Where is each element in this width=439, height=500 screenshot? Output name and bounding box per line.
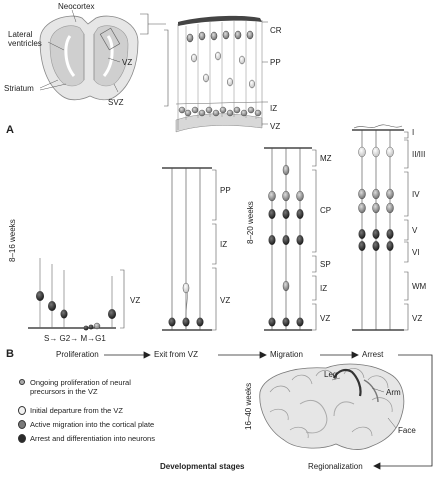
stage2-zone-vz: VZ (220, 296, 231, 305)
striatum-label: Striatum (4, 84, 34, 93)
stage-label-exit: Exit from VZ (154, 350, 199, 359)
stage-migration-diagram (264, 147, 317, 331)
legend-swatch-arrest (18, 434, 26, 443)
stage2-zone-iz: IZ (220, 240, 228, 249)
legend-swatch-proliferation (19, 379, 25, 385)
time-label-early: 8–16 weeks (8, 219, 17, 262)
stage4-zone-i: I (412, 128, 415, 137)
footer-caption: Developmental stages (160, 462, 245, 471)
cell-cycle-label: S→ G2→ M→G1 (44, 334, 106, 343)
legend-text-migration: Active migration into the cortical plate (30, 420, 155, 429)
stage-arrest-diagram (352, 124, 409, 331)
stage4-zone-ii-iii: II/III (412, 150, 426, 159)
stage-label-arrest: Arrest (362, 350, 384, 359)
svz-label: SVZ (108, 98, 124, 107)
lateral-ventricles-label: Lateral ventricles (8, 30, 42, 48)
stage-label-proliferation: Proliferation (56, 350, 99, 359)
stage-flow-arrows (104, 351, 433, 470)
time-label-late: 16–40 weeks (244, 382, 253, 430)
stage4-zone-vz: VZ (412, 314, 423, 323)
stage-label-migration: Migration (270, 350, 303, 359)
stage3-zone-vz: VZ (320, 314, 331, 323)
stage-exit-diagram (162, 167, 217, 331)
stage4-zone-vi: VI (412, 248, 420, 257)
stage3-zone-sp: SP (320, 260, 331, 269)
vz-layer-label: VZ (270, 122, 281, 131)
legend-item-arrest: Arrest and differentiation into neurons (18, 434, 155, 443)
panel-b-letter: B (6, 348, 14, 360)
cortex-label-leg: Leg (324, 370, 338, 379)
mature-cortex-section (259, 363, 405, 450)
legend-item-proliferation: Ongoing proliferation of neural precurso… (19, 378, 131, 396)
vz-label: VZ (122, 58, 133, 67)
time-label-mid: 8–20 weeks (246, 201, 255, 244)
neocortex-label: Neocortex (58, 2, 95, 11)
brain-coronal-section (39, 9, 166, 101)
panel-a-letter: A (6, 124, 14, 136)
legend-swatch-migration (18, 420, 26, 429)
stage4-zone-wm: WM (412, 282, 427, 291)
regionalization-label: Regionalization (308, 462, 363, 471)
cr-layer-label: CR (270, 26, 282, 35)
stage3-zone-mz: MZ (320, 154, 332, 163)
legend-text-departure: Initial departure from the VZ (30, 406, 123, 415)
stage-proliferation-diagram (28, 258, 125, 331)
stage2-zone-pp: PP (220, 186, 231, 195)
pp-layer-label: PP (270, 58, 281, 67)
stage3-zone-cp: CP (320, 206, 332, 215)
legend-swatch-departure (18, 406, 26, 415)
cortex-label-arm: Arm (386, 388, 401, 397)
iz-layer-label: IZ (270, 104, 278, 113)
stage1-zone-vz: VZ (130, 296, 141, 305)
cortical-detail (164, 15, 268, 133)
legend-text-arrest: Arrest and differentiation into neurons (30, 434, 155, 443)
legend-text-proliferation: Ongoing proliferation of neural precurso… (30, 378, 131, 396)
stage4-zone-iv: IV (412, 190, 420, 199)
legend-item-migration: Active migration into the cortical plate (18, 420, 155, 429)
legend-item-departure: Initial departure from the VZ (18, 406, 123, 415)
stage3-zone-iz: IZ (320, 284, 328, 293)
cortex-label-face: Face (398, 426, 416, 435)
stage4-zone-v: V (412, 226, 418, 235)
